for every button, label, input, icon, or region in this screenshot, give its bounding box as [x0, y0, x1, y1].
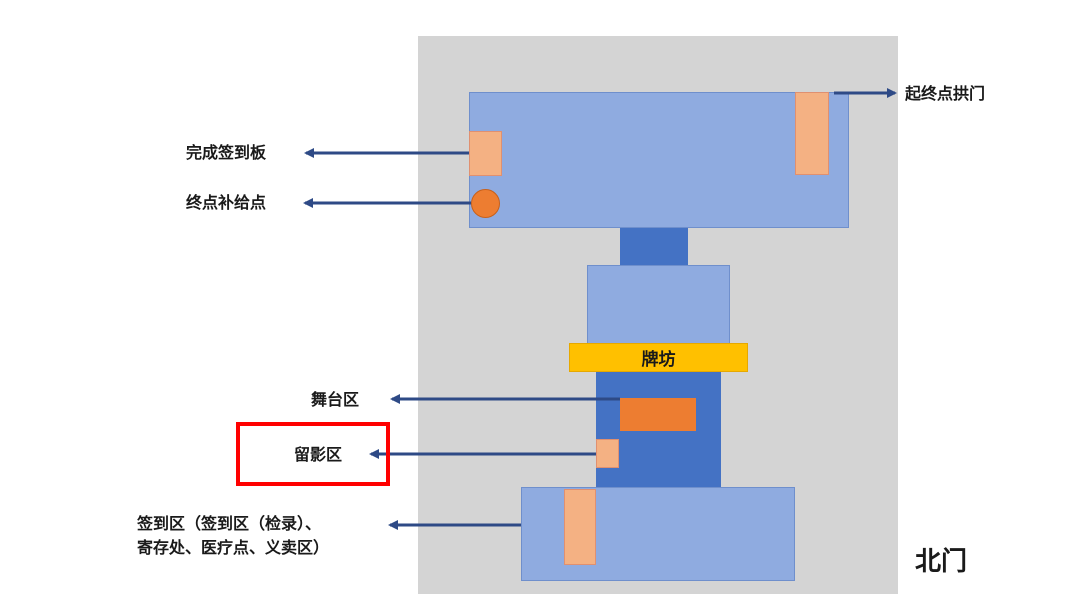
finish-board-marker [469, 131, 502, 176]
start-end-arch-label: 起终点拱门 [905, 84, 986, 103]
finish-board-label: 完成签到板 [186, 143, 267, 162]
paifang-label: 牌坊 [641, 350, 676, 370]
stage-area-label: 舞台区 [311, 390, 360, 409]
end-supply-marker [471, 189, 500, 218]
start-end-arch-marker [795, 92, 829, 175]
checkin-label-line1: 签到区（签到区（检录）、 [137, 514, 322, 533]
finish-area [469, 92, 849, 228]
checkin-label-line2: 寄存处、医疗点、义卖区） [137, 538, 330, 557]
checkin-area-label: 签到区（签到区（检录）、 寄存处、医疗点、义卖区） [137, 512, 329, 560]
north-gate-label: 北门 [915, 547, 968, 577]
middle-area [587, 265, 730, 345]
photo-area-highlight [236, 422, 390, 486]
end-supply-label: 终点补给点 [186, 193, 267, 212]
stage [620, 398, 696, 431]
checkin-marker [564, 489, 596, 565]
photo-spot [596, 439, 619, 468]
paifang-gate: 牌坊 [569, 343, 748, 372]
connector-path [620, 228, 688, 266]
photo-area-label: 留影区 [294, 445, 343, 464]
